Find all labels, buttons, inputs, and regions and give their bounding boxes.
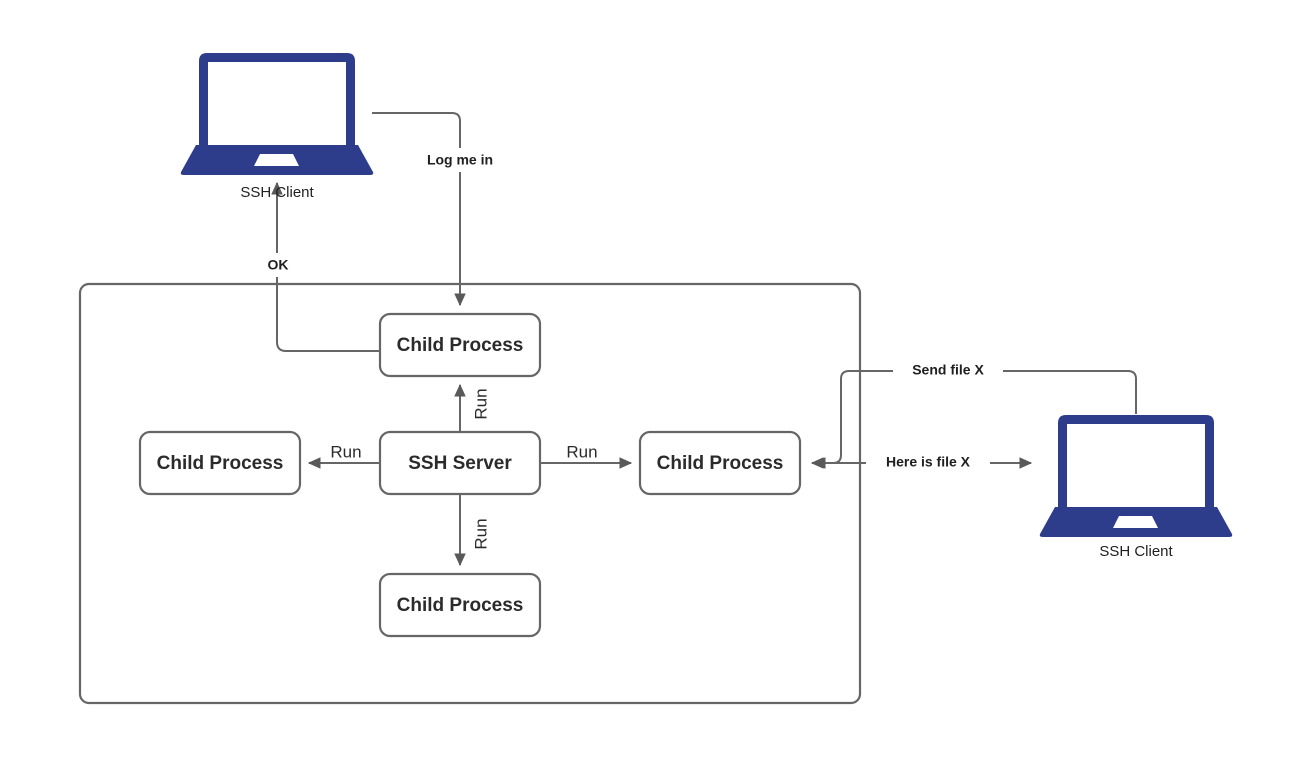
ssh-client-top-left-caption: SSH Client <box>240 184 314 201</box>
edge-label-run-right: Run <box>566 442 597 461</box>
edge-label-backer <box>893 360 1003 382</box>
edge-label-run-left: Run <box>330 442 361 461</box>
child-process-top-label: Child Process <box>397 335 524 356</box>
edge-label-here-is-file-x: Here is file X <box>886 454 971 470</box>
edge-label-log-me-in: Log me in <box>427 152 493 168</box>
edge-label-send-file-x: Send file X <box>912 362 984 378</box>
edge-label-ok: OK <box>268 257 289 273</box>
node-child-process-right[interactable]: Child Process <box>638 430 802 496</box>
edge-label-layer: Log me in OK Run Run Run Run Send file X… <box>258 148 1003 550</box>
child-process-left-box[interactable] <box>138 430 302 496</box>
ssh-client-right[interactable]: SSH Client <box>1039 415 1233 560</box>
edge-label-run-up: Run <box>471 388 490 419</box>
ssh-client-top-left[interactable]: SSH Client <box>180 53 374 201</box>
child-process-left-label: Child Process <box>157 453 284 474</box>
edge-log-me-in-line <box>372 112 466 307</box>
edge-label-backer <box>414 148 506 172</box>
laptop-icon <box>1039 415 1233 537</box>
node-ssh-server[interactable]: SSH Server <box>378 430 542 496</box>
node-child-process-top[interactable]: Child Process <box>378 312 542 378</box>
edge-label-run-down: Run <box>471 518 490 549</box>
ssh-server-box[interactable] <box>378 430 542 496</box>
laptop-trackpad-notch <box>254 154 299 166</box>
node-child-process-left[interactable]: Child Process <box>138 430 302 496</box>
ssh-client-right-caption: SSH Client <box>1099 543 1173 560</box>
edge-label-backer <box>258 253 298 277</box>
laptop-icon <box>180 53 374 175</box>
child-process-right-box[interactable] <box>638 430 802 496</box>
ssh-server-label: SSH Server <box>408 453 512 474</box>
node-layer: Child Process SSH Server Child Process C… <box>138 312 802 638</box>
ssh-server-host-boundary <box>78 282 862 705</box>
child-process-right-label: Child Process <box>657 453 784 474</box>
child-process-bottom-label: Child Process <box>397 595 524 616</box>
edge-ok-line <box>271 181 380 352</box>
laptop-screen-shape <box>1067 424 1205 507</box>
laptop-trackpad-notch <box>1113 516 1158 528</box>
node-child-process-bottom[interactable]: Child Process <box>378 572 542 638</box>
laptop-screen-shape <box>208 62 346 145</box>
edge-label-backer <box>866 452 990 474</box>
child-process-bottom-box[interactable] <box>378 572 542 638</box>
child-process-top-box[interactable] <box>378 312 542 378</box>
